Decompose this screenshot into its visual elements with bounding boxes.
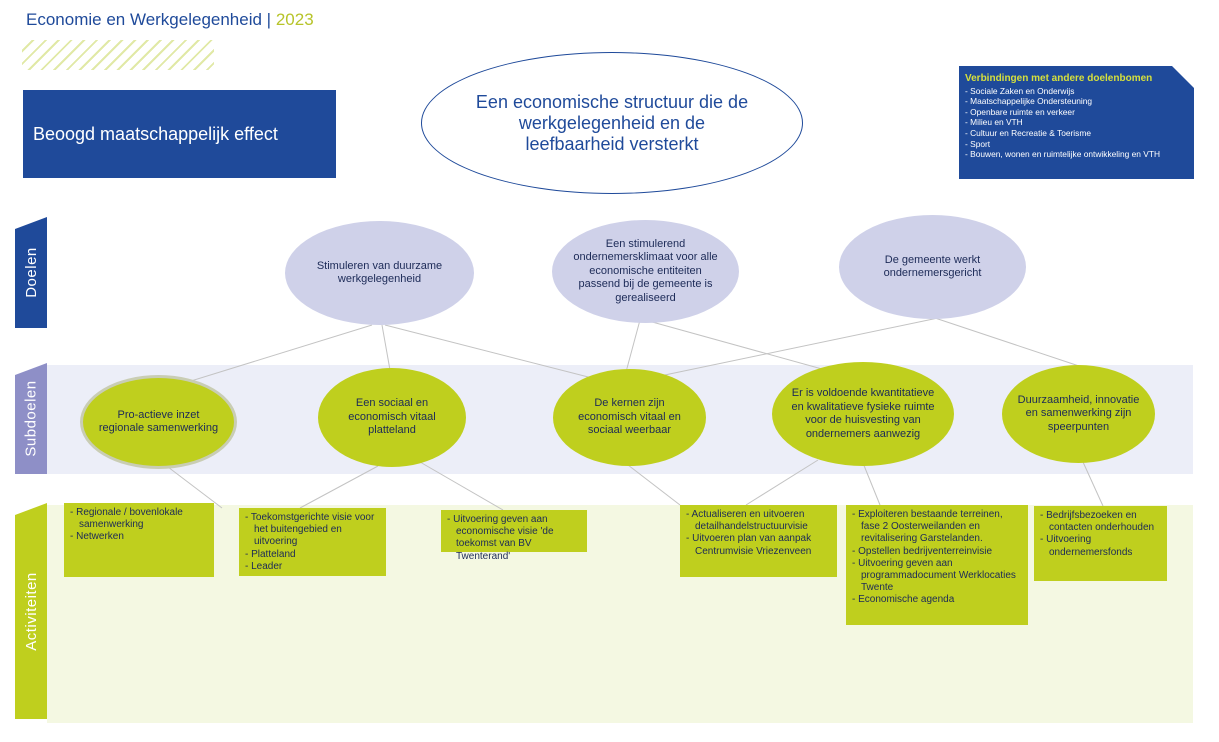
hatch-decoration <box>22 40 214 70</box>
row-tab-activiteiten: Activiteiten <box>15 503 47 719</box>
links-item: - Openbare ruimte en verkeer <box>965 106 1075 117</box>
activiteit-note: - Uitvoering geven aan economische visie… <box>441 510 587 562</box>
title-year: 2023 <box>275 10 314 29</box>
connector-line <box>627 464 681 506</box>
links-item: - Milieu en VTH <box>965 117 1023 128</box>
row-tab-doelen: Doelen <box>15 217 47 328</box>
title-text: Economie en Werkgelegenheid <box>26 10 262 29</box>
activiteit-note: - Bedrijfsbezoeken en contacten onderhou… <box>1034 506 1167 581</box>
activiteit-item: - Regionale / bovenlokale samenwerking <box>70 507 183 531</box>
activiteit-note: - Actualiseren en uitvoeren detailhandel… <box>680 505 837 577</box>
activiteit-note: - Toekomstgerichte visie voor het buiten… <box>239 508 386 576</box>
doel-ellipse: Stimuleren van duurzame werkgelegenheid <box>285 221 474 325</box>
activiteit-item: - Exploiteren bestaande terreinen, fase … <box>852 509 1003 545</box>
row-tab-subdoelen: Subdoelen <box>15 363 47 474</box>
activiteit-item: - Toekomstgerichte visie voor het buiten… <box>245 512 375 548</box>
activiteit-item: - Uitvoering geven aan economische visie… <box>447 514 554 562</box>
effect-statement-text: Een economische structuur die de werkgel… <box>475 91 749 154</box>
activiteit-item: - Uitvoeren plan van aanpak Centrumvisie… <box>686 533 812 557</box>
doel-text: De gemeente werkt ondernemersgericht <box>883 253 982 280</box>
activiteit-item: - Platteland <box>245 548 296 560</box>
links-heading: Verbindingen met andere doelenbomen <box>965 73 1153 84</box>
connector-line <box>419 461 504 511</box>
subdoel-text: Er is voldoende kwantitatieve en kwalita… <box>791 387 935 440</box>
page-title: Economie en Werkgelegenheid | 2023 <box>26 10 314 30</box>
links-item: - Maatschappelijke Ondersteuning <box>965 96 1093 107</box>
links-item: - Sport <box>965 138 991 149</box>
subdoel-ellipse: Duurzaamheid, innovatie en samenwerking … <box>1002 365 1155 463</box>
activiteit-note: - Exploiteren bestaande terreinen, fase … <box>846 505 1028 625</box>
doel-text: Een stimulerend ondernemersklimaat voor … <box>573 237 718 304</box>
links-item: - Cultuur en Recreatie & Toerisme <box>965 127 1091 138</box>
activiteit-item: - Uitvoering ondernemersfonds <box>1040 534 1133 558</box>
subdoel-ellipse: Pro-actieve inzet regionale samenwerking <box>80 375 237 469</box>
subdoel-text: De kernen zijn economisch vitaal en soci… <box>578 397 681 437</box>
connector-line <box>862 462 881 506</box>
activiteit-item: - Uitvoering geven aan programmadocument… <box>852 557 1016 594</box>
connector-line <box>625 319 641 373</box>
title-separator: | <box>261 10 276 29</box>
subdoel-ellipse: Er is voldoende kwantitatieve en kwalita… <box>772 362 954 466</box>
subdoel-ellipse: Een sociaal en economisch vitaal plattel… <box>318 368 466 467</box>
activiteit-item: - Economische agenda <box>852 594 955 606</box>
effect-label-banner: Beoogd maatschappelijk effect <box>23 90 336 178</box>
connector-line <box>384 324 601 381</box>
doel-text: Stimuleren van duurzame werkgelegenheid <box>316 259 443 286</box>
subdoel-ellipse: De kernen zijn economisch vitaal en soci… <box>553 369 706 466</box>
doel-ellipse: De gemeente werkt ondernemersgericht <box>839 215 1026 319</box>
connector-line <box>167 466 223 509</box>
activiteit-item: - Netwerken <box>70 531 124 543</box>
activiteit-item: - Opstellen bedrijventerreinvisie <box>852 545 993 557</box>
activiteit-item: - Actualiseren en uitvoeren detailhandel… <box>686 509 808 533</box>
subdoel-text: Duurzaamheid, innovatie en samenwerking … <box>1017 393 1140 433</box>
doel-ellipse: Een stimulerend ondernemersklimaat voor … <box>552 220 739 323</box>
effect-statement-ellipse: Een economische structuur die de werkgel… <box>421 52 803 194</box>
connector-line <box>1082 461 1104 507</box>
links-item: - Sociale Zaken en Onderwijs <box>965 85 1075 96</box>
subdoel-text: Een sociaal en economisch vitaal plattel… <box>348 397 436 437</box>
connector-line <box>299 465 379 509</box>
activiteit-note: - Regionale / bovenlokale samenwerking -… <box>64 503 214 577</box>
links-box: Verbindingen met andere doelenbomen - So… <box>959 66 1194 179</box>
connector-line <box>381 324 391 371</box>
activiteit-item: - Leader <box>245 560 283 572</box>
subdoel-text: Pro-actieve inzet regionale samenwerking <box>98 408 219 435</box>
connector-line <box>644 319 841 375</box>
links-item: - Bouwen, wonen en ruimtelijke ontwikkel… <box>965 149 1161 160</box>
connector-line <box>934 317 1083 368</box>
activiteit-item: - Bedrijfsbezoeken en contacten onderhou… <box>1040 510 1155 534</box>
connector-line <box>659 317 939 377</box>
connector-line <box>745 459 819 506</box>
connector-line <box>177 324 373 386</box>
